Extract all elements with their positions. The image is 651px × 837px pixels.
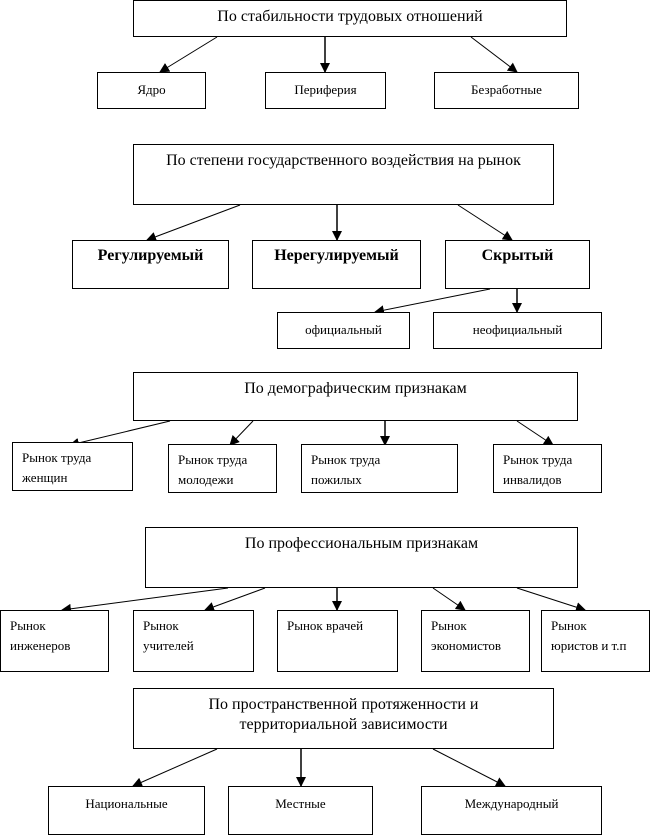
arrow: [69, 420, 171, 448]
node-engineers-market: Рынок инженеров: [0, 610, 109, 672]
group-title-demographic: По демографическим признакам: [133, 372, 578, 421]
arrow: [159, 36, 218, 73]
node-elderly-market: Рынок труда пожилых: [301, 444, 458, 493]
node-unregulated: Нерегулируемый: [252, 240, 421, 289]
arrow: [457, 204, 513, 241]
arrow: [516, 420, 554, 446]
arrow: [374, 288, 491, 316]
node-core: Ядро: [97, 72, 206, 109]
node-national: Национальные: [48, 786, 205, 835]
node-unemployed: Безработные: [434, 72, 579, 109]
node-regulated: Регулируемый: [72, 240, 229, 289]
node-economists-market: Рынок экономистов: [421, 610, 530, 672]
node-unofficial: неофициальный: [433, 312, 602, 349]
arrow: [516, 587, 586, 612]
node-youth-market: Рынок труда молодежи: [168, 444, 277, 493]
arrow: [432, 587, 466, 611]
group-title-territorial: По пространственной протяженности и терр…: [133, 688, 554, 749]
arrow: [132, 748, 218, 787]
node-international: Международный: [421, 786, 602, 835]
node-disabled-market: Рынок труда инвалидов: [493, 444, 602, 493]
node-lawyers-market: Рынок юристов и т.п: [541, 610, 650, 672]
node-local: Местные: [228, 786, 373, 835]
node-doctors-market: Рынок врачей: [277, 610, 398, 672]
group-title-stability: По стабильности трудовых отношений: [133, 0, 567, 37]
arrow: [146, 204, 241, 242]
arrow: [61, 587, 229, 614]
node-official: официальный: [277, 312, 410, 349]
node-teachers-market: Рынок учителей: [133, 610, 254, 672]
arrow: [229, 420, 254, 446]
arrow: [204, 587, 266, 612]
node-hidden: Скрытый: [445, 240, 590, 289]
group-title-professional: По профессиональным признакам: [145, 527, 578, 588]
node-periphery: Периферия: [265, 72, 386, 109]
arrow: [470, 36, 518, 73]
node-women-market: Рынок труда женщин: [12, 442, 133, 491]
group-title-state-influence: По степени государственного воздействия …: [133, 144, 554, 205]
arrow: [432, 748, 506, 787]
